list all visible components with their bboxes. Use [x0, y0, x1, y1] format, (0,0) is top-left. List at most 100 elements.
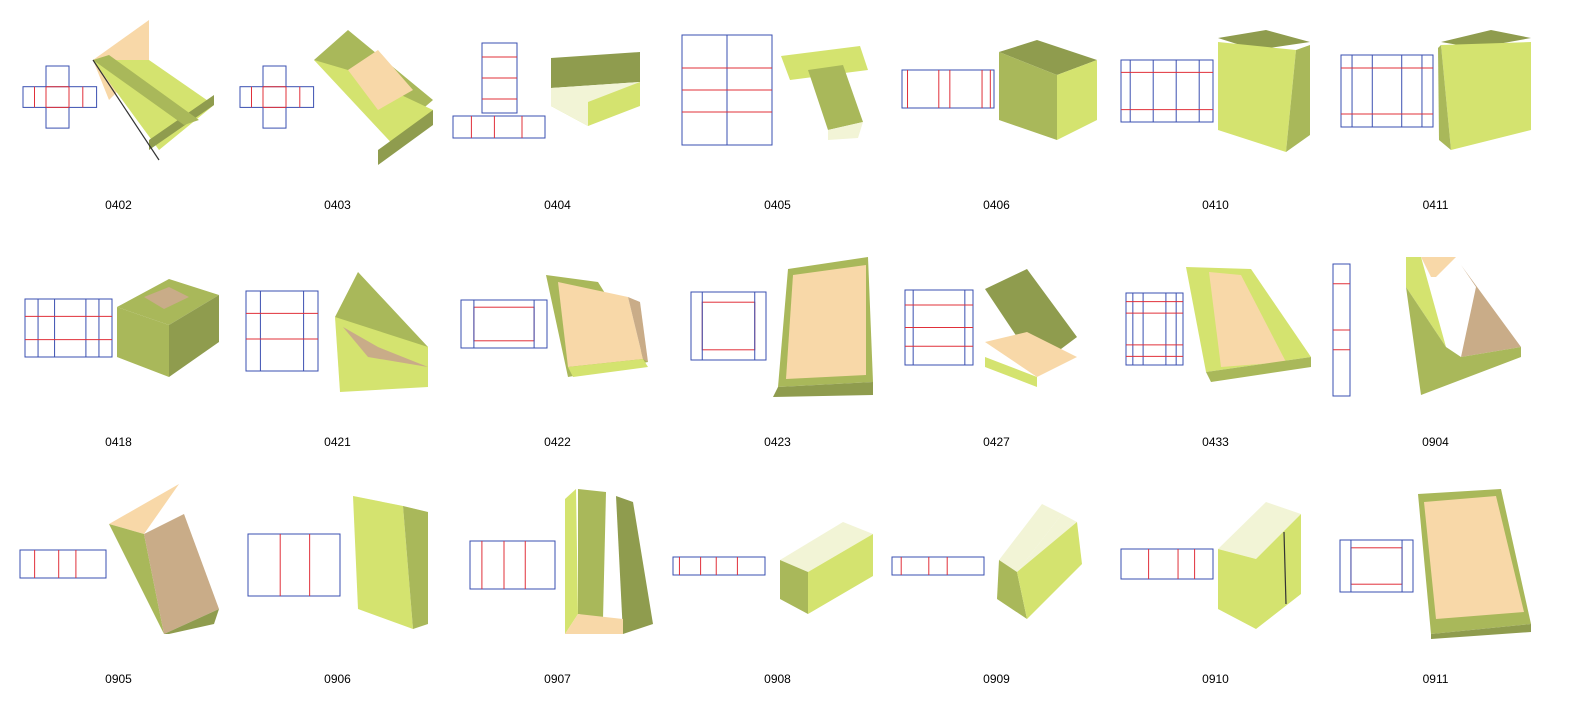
box-front-face: [353, 496, 413, 629]
box-style-code: 0907: [544, 672, 571, 686]
box-side-face: [403, 506, 428, 629]
box-right-face: [1057, 60, 1097, 140]
net-panel: [452, 115, 546, 139]
dieline-net: [690, 291, 767, 361]
dieline-net: [1120, 548, 1214, 580]
box-side-face: [1286, 45, 1310, 152]
dieline-net: [1120, 59, 1214, 123]
box-base: [164, 609, 219, 634]
box-style-0427[interactable]: 0427: [887, 247, 1106, 483]
box-style-code: 0427: [983, 435, 1010, 449]
box-front-wall: [1406, 287, 1521, 395]
box-style-0910[interactable]: 0910: [1106, 484, 1325, 720]
box-style-code: 0405: [764, 198, 791, 212]
box-inner-floor: [786, 265, 866, 379]
box-style-0404[interactable]: 0404: [448, 10, 667, 246]
net-panel: [891, 556, 985, 576]
dieline-net: [1332, 263, 1351, 397]
net-panel: [45, 65, 70, 129]
box-inner-floor: [1209, 272, 1286, 367]
box-style-0911[interactable]: 0911: [1326, 484, 1545, 720]
box-style-code: 0904: [1422, 435, 1449, 449]
box-inner-wall: [999, 504, 1062, 572]
box-style-code: 0422: [544, 435, 571, 449]
dieline-net: [469, 540, 556, 590]
box-style-0906[interactable]: 0906: [228, 484, 447, 720]
box-front-face: [1441, 42, 1531, 150]
box-style-code: 0905: [105, 672, 132, 686]
box-right-wall: [144, 514, 219, 634]
box-inner-wall: [109, 484, 179, 534]
box-style-0421[interactable]: 0421: [228, 247, 447, 483]
box-side-face: [314, 60, 433, 150]
box-style-0907[interactable]: 0907: [448, 484, 667, 720]
box-style-0411[interactable]: 0411: [1326, 10, 1545, 246]
box-illustration: [19, 484, 219, 634]
box-inner-wall: [1421, 257, 1456, 277]
dieline-net: [681, 34, 773, 146]
box-inner: [1218, 502, 1301, 559]
dieline-net: [247, 533, 341, 597]
box-style-code: 0411: [1422, 198, 1449, 212]
box-style-0433[interactable]: 0433: [1106, 247, 1325, 483]
box-illustration: [1332, 257, 1521, 397]
net-panel: [24, 298, 113, 358]
dieline-net: [891, 556, 985, 576]
box-lid-face: [781, 46, 868, 80]
box-inner-floor: [343, 327, 428, 367]
box-illustration: [469, 489, 653, 634]
dieline-net: [460, 299, 548, 349]
dieline-net: [22, 65, 98, 129]
box-illustration: [247, 496, 428, 629]
box-illustration: [1125, 267, 1311, 382]
net-panel: [1120, 548, 1214, 580]
box-left-wall: [109, 524, 164, 634]
box-style-code: 0433: [1202, 435, 1229, 449]
box-style-0410[interactable]: 0410: [1106, 10, 1325, 246]
box-style-code: 0418: [105, 435, 132, 449]
box-base: [565, 614, 623, 634]
box-lid-face: [335, 272, 428, 357]
box-edge: [92, 59, 160, 161]
box-illustration: [239, 30, 433, 165]
box-style-code: 0906: [324, 672, 351, 686]
box-right-wall: [616, 496, 653, 634]
box-base-face: [828, 122, 863, 140]
dieline-net: [901, 69, 995, 109]
box-inner-floor: [348, 50, 413, 110]
box-style-0905[interactable]: 0905: [9, 484, 228, 720]
box-style-0908[interactable]: 0908: [668, 484, 887, 720]
box-front-wall: [568, 359, 648, 377]
box-top-face: [999, 40, 1097, 75]
box-front-wall: [1206, 357, 1311, 382]
box-front-wall: [985, 357, 1037, 387]
box-style-0909[interactable]: 0909: [887, 484, 1106, 720]
box-right-face: [1017, 522, 1082, 619]
box-style-code: 0404: [544, 198, 571, 212]
box-wall-face: [93, 55, 199, 125]
box-style-0402[interactable]: 0402: [9, 10, 228, 246]
net-panel: [690, 291, 767, 361]
box-left-wall: [565, 489, 578, 634]
box-style-code: 0406: [983, 198, 1010, 212]
box-style-0405[interactable]: 0405: [668, 10, 887, 246]
box-left-face: [1218, 549, 1256, 629]
box-illustration: [681, 34, 868, 146]
box-inner-wall: [578, 489, 606, 619]
box-style-0406[interactable]: 0406: [887, 10, 1106, 246]
net-panel: [19, 549, 107, 579]
box-illustration: [452, 42, 640, 139]
fold-line: [1350, 547, 1403, 585]
box-style-0418[interactable]: 0418: [9, 247, 228, 483]
box-style-0422[interactable]: 0422: [448, 247, 667, 483]
box-style-code: 0909: [983, 672, 1010, 686]
box-style-0403[interactable]: 0403: [228, 10, 447, 246]
box-side-face: [1438, 45, 1451, 150]
box-style-0904[interactable]: 0904: [1326, 247, 1545, 483]
box-side-face: [93, 60, 214, 150]
box-inner-floor: [1424, 496, 1524, 619]
box-inner: [780, 522, 873, 572]
box-left-wall: [1406, 257, 1446, 347]
box-style-0423[interactable]: 0423: [668, 247, 887, 483]
